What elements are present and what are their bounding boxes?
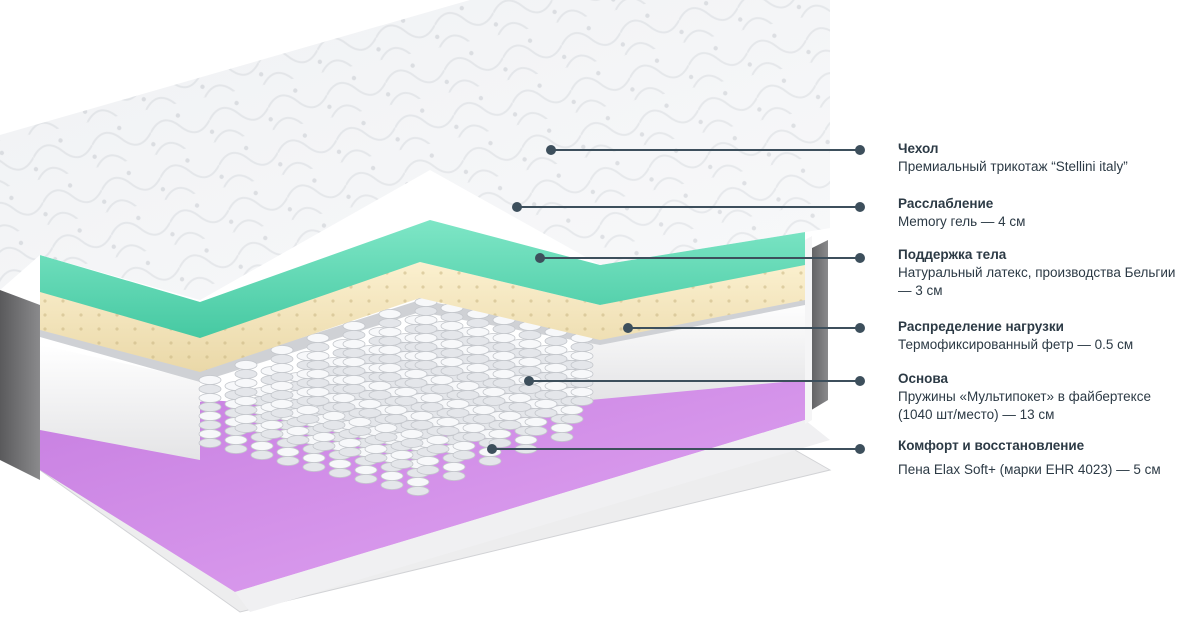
foam-side-wall-right	[590, 300, 805, 400]
foam-side-wall-left	[40, 345, 200, 460]
spring-coil	[440, 303, 464, 376]
relax-description: Memory гель — 4 см	[898, 214, 1026, 229]
spring-coil	[270, 345, 294, 418]
leader-dot-cover-end	[855, 145, 865, 155]
support-description: Натуральный латекс, производства Бельгии…	[898, 265, 1176, 298]
label-comfort: Комфорт и восстановление Пена Elax Soft+…	[898, 437, 1193, 479]
base-title: Основа	[898, 371, 949, 386]
leader-dot-comfort-end	[855, 444, 865, 454]
base-description: Пружины «Мультипокет» в файбертексе (104…	[898, 389, 1151, 422]
leader-dot-base-start	[524, 376, 534, 386]
leader-dot-relax-end	[855, 202, 865, 212]
leader-dot-distrib-start	[623, 323, 633, 333]
leader-dot-distrib-end	[855, 323, 865, 333]
leader-dot-comfort-start	[487, 444, 497, 454]
cover-title: Чехол	[898, 141, 939, 156]
distribution-title: Распределение нагрузки	[898, 319, 1064, 334]
spring-coil	[342, 321, 366, 394]
spring-coil	[378, 309, 402, 382]
leader-dot-cover-start	[546, 145, 556, 155]
memory-gel-layer	[40, 220, 805, 338]
spring-coil	[492, 315, 516, 388]
leader-dot-support-start	[535, 253, 545, 263]
support-title: Поддержка тела	[898, 247, 1007, 262]
comfort-description: Пена Elax Soft+ (марки EHR 4023) — 5 см	[898, 462, 1161, 477]
leader-dot-base-end	[855, 376, 865, 386]
spring-coil	[306, 333, 330, 406]
leader-dot-relax-start	[512, 202, 522, 212]
leader-lines	[487, 145, 865, 454]
label-distribution: Распределение нагрузки Термофиксированны…	[898, 318, 1193, 354]
distribution-description: Термофиксированный фетр — 0.5 см	[898, 337, 1134, 352]
label-base: Основа Пружины «Мультипокет» в файбертек…	[898, 370, 1168, 424]
spring-coil	[234, 360, 258, 433]
side-panel-right	[808, 240, 828, 412]
label-relax: Расслабление Memory гель — 4 см	[898, 195, 1193, 231]
spring-coil	[198, 375, 222, 448]
comfort-title: Комфорт и восстановление	[898, 438, 1085, 453]
label-support: Поддержка тела Натуральный латекс, произ…	[898, 246, 1183, 300]
label-cover: Чехол Премиальный трикотаж “Stellini ita…	[898, 140, 1193, 176]
cover-description: Премиальный трикотаж “Stellini italy”	[898, 159, 1128, 174]
side-panel-left	[0, 290, 40, 480]
relax-title: Расслабление	[898, 196, 994, 211]
leader-dot-support-end	[855, 253, 865, 263]
